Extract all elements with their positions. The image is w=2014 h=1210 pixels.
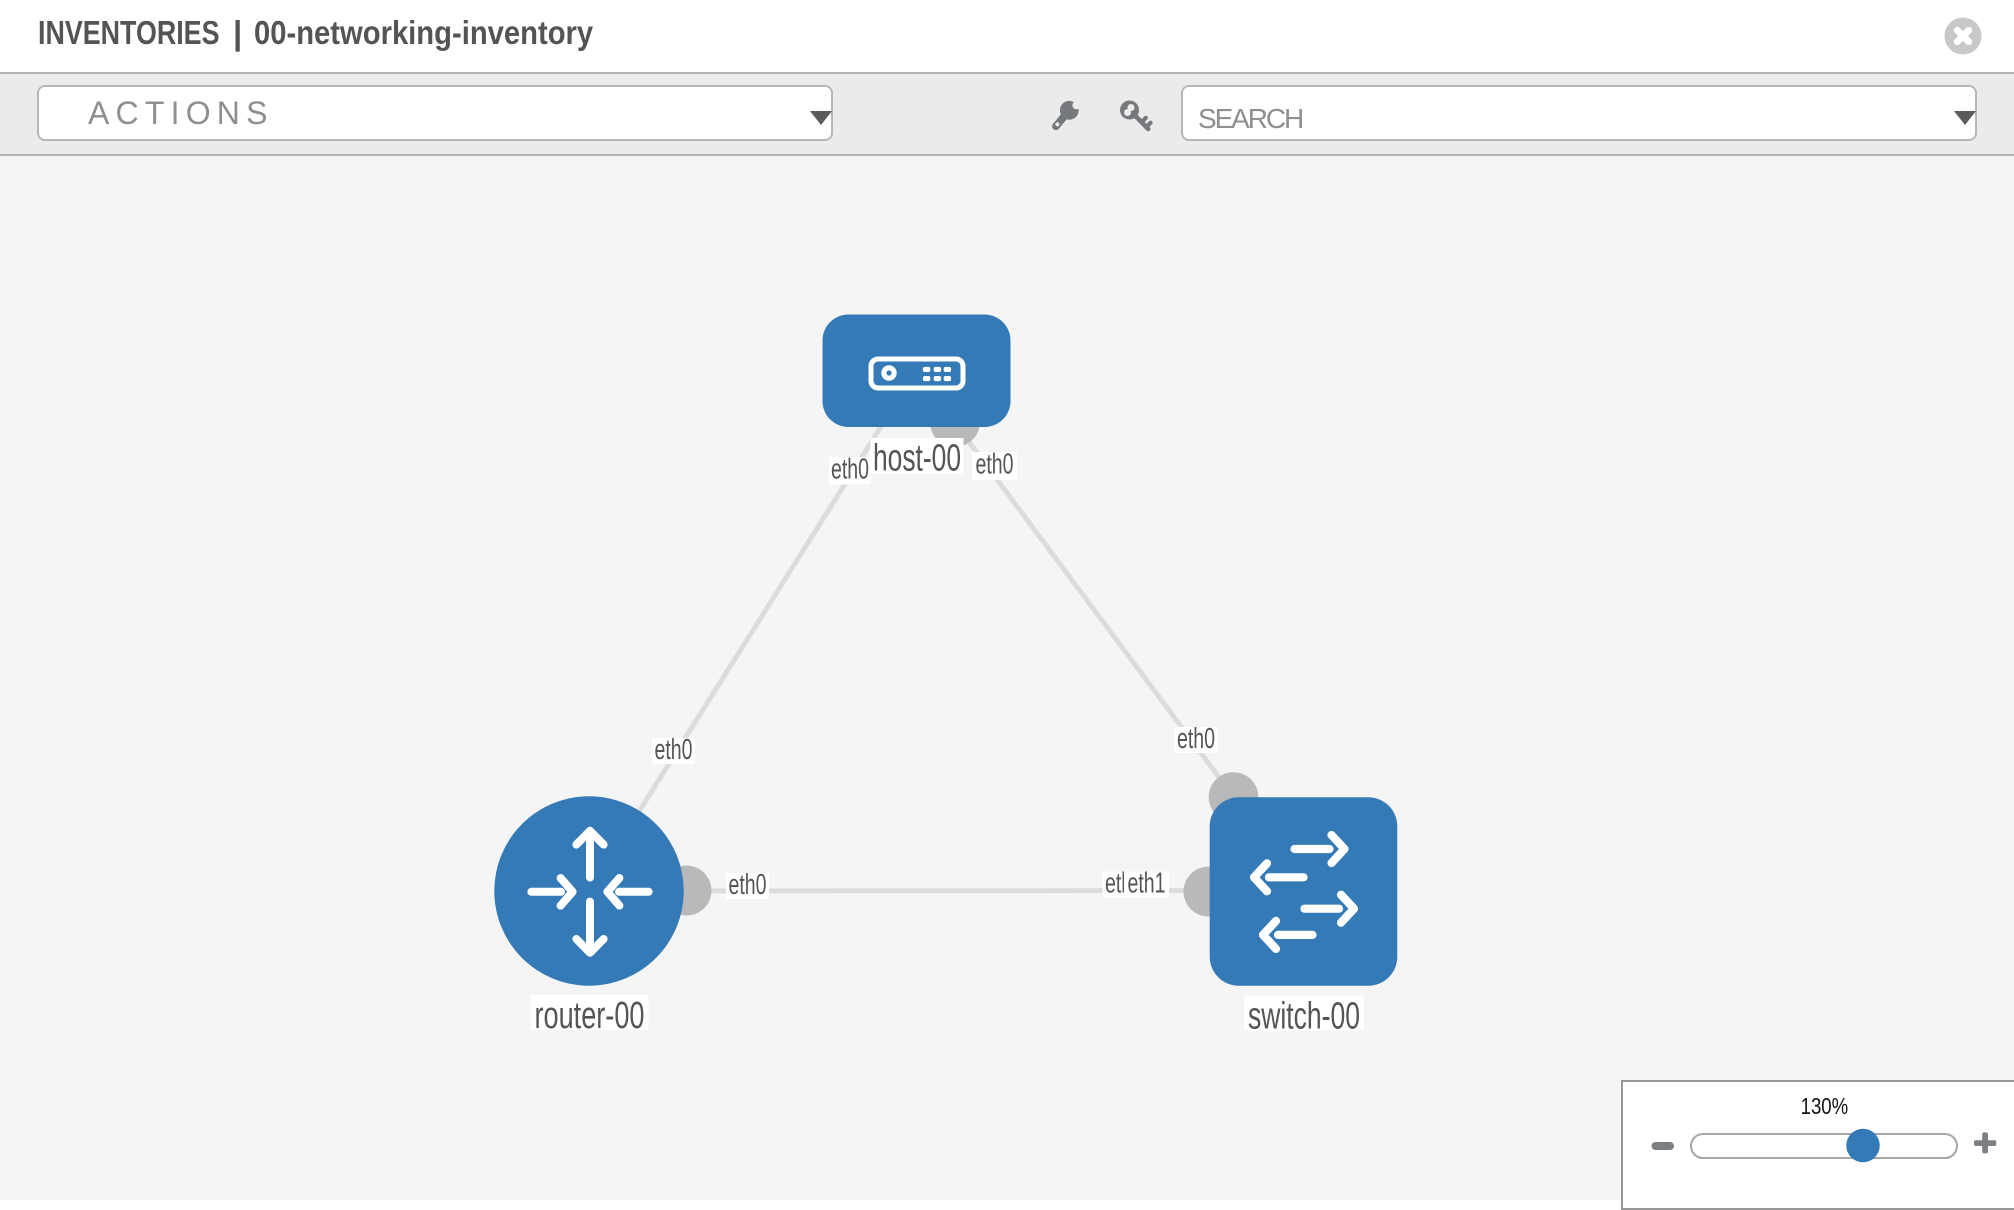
svg-text:eth1: eth1 — [1128, 868, 1166, 900]
svg-text:host-00: host-00 — [873, 438, 961, 480]
svg-text:eth0: eth0 — [729, 869, 767, 901]
svg-text:eth0: eth0 — [655, 734, 693, 766]
svg-text:eth0: eth0 — [1177, 723, 1215, 755]
svg-text:switch-00: switch-00 — [1248, 996, 1360, 1038]
svg-text:eth0: eth0 — [976, 449, 1014, 481]
svg-text:router-00: router-00 — [535, 995, 645, 1037]
svg-text:eth0: eth0 — [831, 454, 869, 486]
